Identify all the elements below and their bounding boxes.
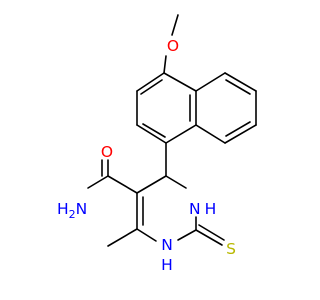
atom-s: S bbox=[226, 240, 236, 258]
atom-o-amide: O bbox=[101, 143, 113, 161]
bond-c5-c6 bbox=[224, 72, 257, 92]
bond-c8-c8a bbox=[195, 124, 226, 144]
atom-s-symbol: S bbox=[226, 240, 236, 258]
bonds bbox=[87, 14, 257, 247]
bond-c2-s-second bbox=[198, 224, 225, 241]
bond-c2-c1-inner bbox=[142, 123, 166, 138]
atom-o-methoxy: O bbox=[167, 37, 179, 55]
bond-c2-s bbox=[195, 229, 223, 246]
bond-c5-amide-c bbox=[107, 175, 138, 194]
atom-o-amide-symbol: O bbox=[101, 143, 113, 161]
atom-n3: N bbox=[161, 236, 173, 254]
atom-n3-h: H bbox=[161, 256, 173, 274]
atom-n1-h: H bbox=[205, 200, 217, 218]
bond-c2-n3 bbox=[177, 229, 197, 241]
bond-c7-c8 bbox=[224, 124, 257, 144]
bond-c1-c8a bbox=[165, 124, 197, 144]
bond-c4-c3-inner bbox=[140, 79, 163, 95]
bond-c4a-c4 bbox=[163, 72, 197, 92]
bond-c4-c3 bbox=[136, 72, 165, 92]
bond-c5-c6-inner bbox=[225, 79, 251, 95]
atom-n3-h-label: H bbox=[161, 256, 173, 274]
bond-c7-c8-inner bbox=[225, 121, 251, 137]
atom-n-amide-subscript: 2 bbox=[69, 208, 76, 221]
bond-c2-c1 bbox=[136, 124, 167, 144]
atom-o-methoxy-symbol: O bbox=[167, 37, 179, 55]
bond-c6-methyl bbox=[107, 228, 138, 247]
bond-methyl-o bbox=[171, 14, 179, 36]
atom-n-amide: H2N bbox=[57, 200, 87, 221]
atom-n-amide-h: H bbox=[57, 200, 69, 218]
atom-n1-symbol: N bbox=[189, 200, 201, 218]
bond-o-c4 bbox=[163, 55, 167, 74]
atom-n-amide-n: N bbox=[76, 200, 88, 218]
atom-n3-symbol: N bbox=[161, 236, 173, 254]
bond-ch-c5 bbox=[136, 175, 167, 194]
bond-c4a-c5 bbox=[195, 72, 226, 92]
bond-n3-c6 bbox=[136, 228, 157, 242]
bond-ch-n1 bbox=[165, 175, 187, 189]
bond-amide-c-n bbox=[87, 175, 109, 189]
